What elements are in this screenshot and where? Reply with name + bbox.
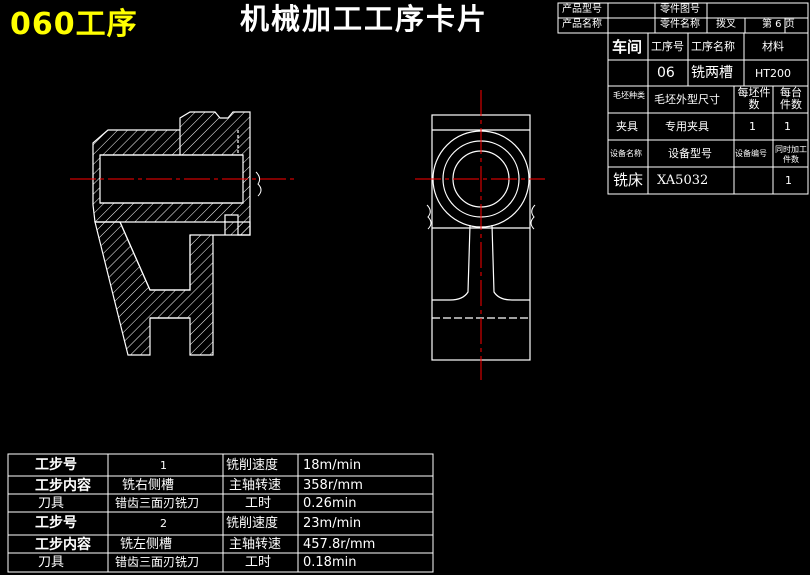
step1-rpm: 358r/mm xyxy=(303,478,363,493)
op-no-value: 06 xyxy=(657,65,675,81)
step2-time-label: 工时 xyxy=(245,555,272,570)
op-no-label: 工序号 xyxy=(651,40,684,53)
step1-content: 铣右侧槽 xyxy=(122,478,175,493)
step1-time: 0.26min xyxy=(303,496,357,511)
operation-title: 060工序 xyxy=(10,7,138,42)
card-title: 机械加工工序卡片 xyxy=(240,2,489,36)
op-name-label: 工序名称 xyxy=(691,40,735,53)
step1-speed-label: 铣削速度 xyxy=(226,458,279,473)
step2-speed-label: 铣削速度 xyxy=(226,516,279,531)
per-blank-label: 每坯件数 xyxy=(737,86,771,112)
product-model-label: 产品型号 xyxy=(562,4,602,15)
step2-no: 2 xyxy=(160,517,167,530)
step1-no: 1 xyxy=(160,459,167,472)
info-table-frame xyxy=(607,32,809,195)
step2-rpm: 457.8r/mm xyxy=(303,537,376,552)
step2-content: 铣左侧槽 xyxy=(120,537,173,552)
step2-time: 0.18min xyxy=(303,555,357,570)
steps-table-frame xyxy=(7,453,434,573)
equip-model-value: XA5032 xyxy=(657,173,709,188)
page-number: 第 6 页 xyxy=(762,19,795,30)
material-label: 材料 xyxy=(762,40,784,53)
blank-size-label: 毛坯外型尺寸 xyxy=(654,93,720,106)
equip-name-label: 设备名称 xyxy=(610,149,642,158)
equip-no-label: 设备编号 xyxy=(735,149,767,158)
step1-rpm-label: 主轴转速 xyxy=(229,478,282,493)
op-name-value: 铣两槽 xyxy=(691,65,733,81)
fixture-qty1: 1 xyxy=(749,120,756,133)
step2-tool-label: 刀具 xyxy=(38,555,65,570)
step1-time-label: 工时 xyxy=(245,496,272,511)
step2-content-label: 工步内容 xyxy=(35,537,91,553)
step1-content-label: 工步内容 xyxy=(35,478,91,494)
simul-label: 同时加工件数 xyxy=(775,145,807,165)
step1-tool: 错齿三面刃铣刀 xyxy=(115,496,200,510)
workshop-label: 车间 xyxy=(612,38,643,56)
step2-speed: 23m/min xyxy=(303,516,362,531)
product-name-label: 产品名称 xyxy=(562,19,602,30)
blank-type-label: 毛坯种类 xyxy=(613,91,645,100)
break-mark xyxy=(255,171,262,197)
step2-no-label: 工步号 xyxy=(35,515,77,531)
step1-speed: 18m/min xyxy=(303,458,362,473)
fixture-label: 夹具 xyxy=(616,120,638,133)
step2-tool: 错齿三面刃铣刀 xyxy=(115,555,200,569)
part-name-value: 拨叉 xyxy=(716,19,736,30)
step2-rpm-label: 主轴转速 xyxy=(229,537,282,552)
material-value: HT200 xyxy=(755,67,791,80)
section-view xyxy=(92,111,251,356)
step1-no-label: 工步号 xyxy=(35,457,77,473)
per-unit-label: 每台件数 xyxy=(780,86,802,112)
fixture-qty2: 1 xyxy=(784,120,791,133)
fixture-value: 专用夹具 xyxy=(665,120,709,133)
part-name-label: 零件名称 xyxy=(660,19,700,30)
equip-name-value: 铣床 xyxy=(613,171,644,189)
part-no-label: 零件图号 xyxy=(660,4,700,15)
equip-model-label: 设备型号 xyxy=(668,147,712,160)
step1-tool-label: 刀具 xyxy=(38,496,65,511)
simul-value: 1 xyxy=(785,174,792,187)
